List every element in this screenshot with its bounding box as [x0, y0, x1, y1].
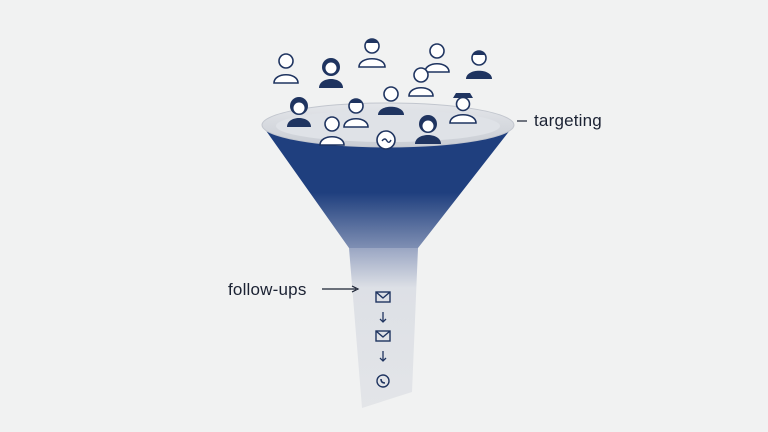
- funnel-stem: [349, 248, 418, 408]
- man-icon: [408, 67, 434, 97]
- arrow-down-icon: [379, 351, 387, 362]
- man-icon: [466, 50, 492, 79]
- envelope-icon: [375, 291, 391, 303]
- envelope-icon: [375, 330, 391, 342]
- funnel-cone: [262, 125, 514, 248]
- woman-icon: [319, 58, 343, 88]
- follow-ups-label: follow-ups: [228, 280, 307, 299]
- follow-ups-arrowhead: [351, 285, 360, 293]
- man-icon: [343, 98, 369, 128]
- woman-icon: [287, 97, 311, 127]
- targeting-label: targeting: [534, 111, 602, 130]
- phone-icon: [376, 374, 390, 388]
- woman-icon: [424, 43, 450, 73]
- woman-icon: [415, 115, 441, 144]
- person-icon: [376, 130, 396, 150]
- arrow-down-icon: [379, 312, 387, 323]
- man-icon: [378, 86, 404, 115]
- man-icon: [358, 38, 386, 68]
- man-hat-icon: [449, 93, 477, 124]
- person-icon: [319, 116, 345, 146]
- person-icon: [271, 51, 301, 85]
